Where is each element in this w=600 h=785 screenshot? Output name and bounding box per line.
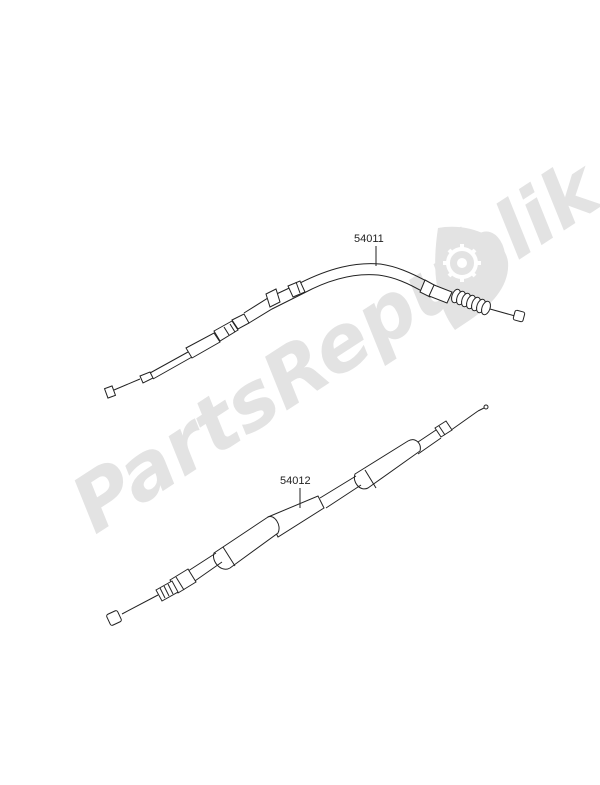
cable-54012: 54012 xyxy=(106,404,489,626)
inner-wire xyxy=(113,378,141,391)
main-sheath xyxy=(243,263,431,314)
cable-end-nipple xyxy=(103,385,117,399)
inner-wire xyxy=(489,308,516,317)
inner-wire xyxy=(477,407,485,412)
cable-end-nipple xyxy=(106,610,122,626)
part-number-54011: 54011 xyxy=(354,233,384,245)
cable-end-tip xyxy=(483,404,489,410)
part-number-54012: 54012 xyxy=(280,475,311,487)
ferrule xyxy=(434,420,453,438)
ferrule xyxy=(139,371,154,384)
end-fitting-body xyxy=(428,284,453,304)
adjuster xyxy=(185,332,221,359)
watermark: PartsRepublik xyxy=(56,142,600,551)
coil-spring xyxy=(451,288,491,316)
watermark-text: PartsRepublik xyxy=(56,142,600,551)
rubber-boot xyxy=(213,516,280,570)
cable-54011: 54011 xyxy=(103,233,526,399)
outer-sheath xyxy=(184,552,223,584)
cable-end-nipple xyxy=(512,309,526,323)
outer-sheath xyxy=(319,475,362,509)
rubber-boot xyxy=(353,439,421,490)
sheath-clip xyxy=(265,288,281,308)
inner-wire xyxy=(121,594,159,615)
outer-sheath xyxy=(149,351,193,380)
gear-icon xyxy=(435,226,509,330)
